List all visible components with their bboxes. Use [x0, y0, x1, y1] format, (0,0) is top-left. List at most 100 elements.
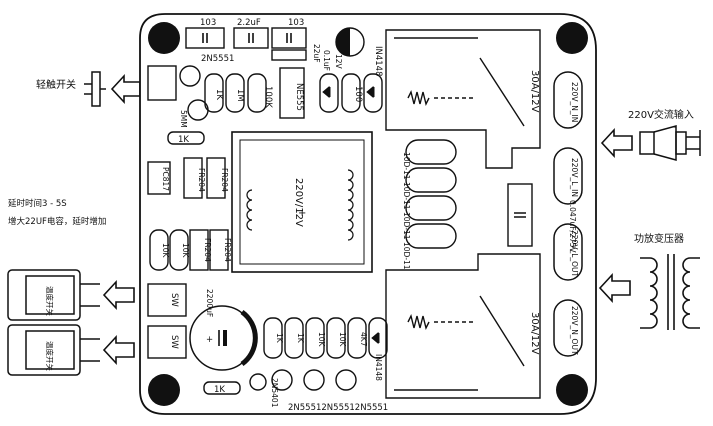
res-label-b2: 1K [296, 333, 305, 344]
resistor-1m-top [225, 73, 245, 113]
res-label-1m: 1M [235, 89, 245, 102]
label-x-cap: 0.047uF/275V [568, 200, 577, 253]
temp-switch-top-icon [7, 269, 100, 321]
res-label-100: 100 [353, 86, 363, 102]
label-varistor-2: 10D-11 [402, 182, 411, 210]
res-label-b3: 10K [317, 332, 326, 348]
label-delay-increase: 增大22UF电容，延时增加 [8, 216, 106, 227]
diode-fr204-d [209, 229, 229, 271]
pcb-board [139, 13, 597, 415]
label-varistor-4: 10D-11 [402, 242, 411, 270]
mount-hole-tr-icon [556, 22, 588, 54]
diode-top-a [319, 73, 339, 113]
label-in4148-bottom: IN4148 [374, 354, 383, 381]
transistor-2n5401 [249, 373, 267, 391]
varistor-2 [405, 167, 457, 193]
label-2200uf: 2200uF [205, 289, 214, 317]
mount-hole-bl-icon [148, 374, 180, 406]
cap-plus-icon: + [206, 335, 213, 345]
label-sw-bottom: SW [169, 335, 179, 349]
transformer-coil-left-icon [246, 189, 253, 231]
mount-hole-br-icon [556, 374, 588, 406]
relay-bottom [385, 253, 541, 399]
res-label-b1: 1K [275, 333, 284, 344]
terminal-n-out [553, 299, 583, 357]
diode-fr204-a [183, 157, 203, 199]
varistor-1 [405, 139, 457, 165]
x-capacitor [507, 183, 533, 247]
cap-103-left [185, 27, 225, 49]
label-terminal-l-in: 220V_L_IN [570, 158, 579, 197]
ic-label-ne555: NE555 [294, 83, 304, 111]
terminal-n-in [553, 71, 583, 129]
resistor-bottom-2 [284, 317, 304, 359]
label-terminal-l-out: 220V_L_OUT [570, 230, 579, 278]
label-22uf: 22uF [312, 44, 321, 63]
label-10k-a: 10K [161, 243, 170, 259]
optocoupler-pc817 [147, 161, 171, 195]
resistor-bottom-1 [263, 317, 283, 359]
cap-22uf-film [233, 27, 269, 49]
transformer-220v-12v [231, 131, 373, 273]
touch-switch-icon [84, 71, 106, 107]
mount-hole-tl-icon [148, 22, 180, 54]
resistor-1k-bottom [203, 381, 241, 395]
resistor-100-top [341, 73, 361, 113]
arrow-touch-switch-icon [110, 73, 141, 105]
diode-fr204-c [189, 229, 209, 271]
label-2n5401: 2N5401 [270, 378, 279, 408]
label-ac-input: 220V交流输入 [628, 108, 694, 121]
arrow-ac-input-icon [600, 127, 633, 159]
arrow-transformer-icon [598, 272, 631, 304]
terminal-l-out [553, 223, 583, 281]
label-10k-b: 10K [181, 243, 190, 259]
resistor-bottom-5 [347, 317, 367, 359]
label-in4148-top: IN4148 [373, 46, 383, 77]
label-sw-top: SW [169, 293, 179, 307]
transistor-b2 [303, 369, 325, 391]
varistor-3 [405, 195, 457, 221]
tact-switch-footprint [147, 65, 177, 101]
transformer-symbol-icon [640, 254, 700, 330]
diode-b-icon [366, 85, 375, 99]
label-delay-time: 延时时间3 - 5S [8, 198, 67, 209]
terminal-l-in [553, 147, 583, 205]
resistor-1k-top [204, 73, 224, 113]
resistor-bottom-4 [326, 317, 346, 359]
power-plug-icon [639, 125, 701, 161]
diode-bottom [368, 317, 388, 359]
label-bottom-transistors: 2N55512N55512N5551 [288, 403, 388, 413]
transistor-top-small [271, 49, 307, 61]
ic-ne555 [279, 67, 305, 119]
label-relay-top: 30A/12V [529, 70, 540, 113]
varistor-4 [405, 223, 457, 249]
label-transformer: 220V/12V [293, 178, 304, 227]
res-label-b4: 10K [338, 332, 347, 348]
connector-sw-bottom [147, 325, 187, 359]
label-12v: 12V [334, 54, 343, 70]
res-label-b5: 4K7 [359, 332, 368, 347]
res-label-100k: 100K [263, 86, 273, 108]
cap-label-103-a: 103 [200, 18, 216, 28]
diode-top-b [363, 73, 383, 113]
label-fr204-a: FR204 [197, 168, 206, 192]
arrow-temp-top-icon [102, 279, 135, 311]
label-5mm: 5MM [179, 110, 188, 128]
label-pc817: PC817 [161, 167, 170, 191]
resistor-10k-b [169, 229, 189, 271]
transformer-coil-right-icon [347, 169, 354, 241]
label-01uf: 0.1uF [322, 50, 331, 71]
transistor-round [187, 99, 209, 121]
relay-top [385, 29, 541, 169]
resistor-bottom-3 [305, 317, 325, 359]
res-label-1k-bottom: 1K [214, 385, 225, 395]
led-5mm [179, 65, 201, 87]
label-varistor-3: 10D-11 [402, 212, 411, 240]
label-fr204-b: FR204 [220, 168, 229, 192]
label-relay-bottom: 30A/12V [529, 312, 540, 355]
cap-label-22uf: 2.2uF [237, 18, 261, 28]
label-terminal-n-in: 220V_N_IN [570, 82, 579, 122]
res-label-1k: 1K [214, 89, 224, 100]
cap-label-103-b: 103 [288, 18, 304, 28]
